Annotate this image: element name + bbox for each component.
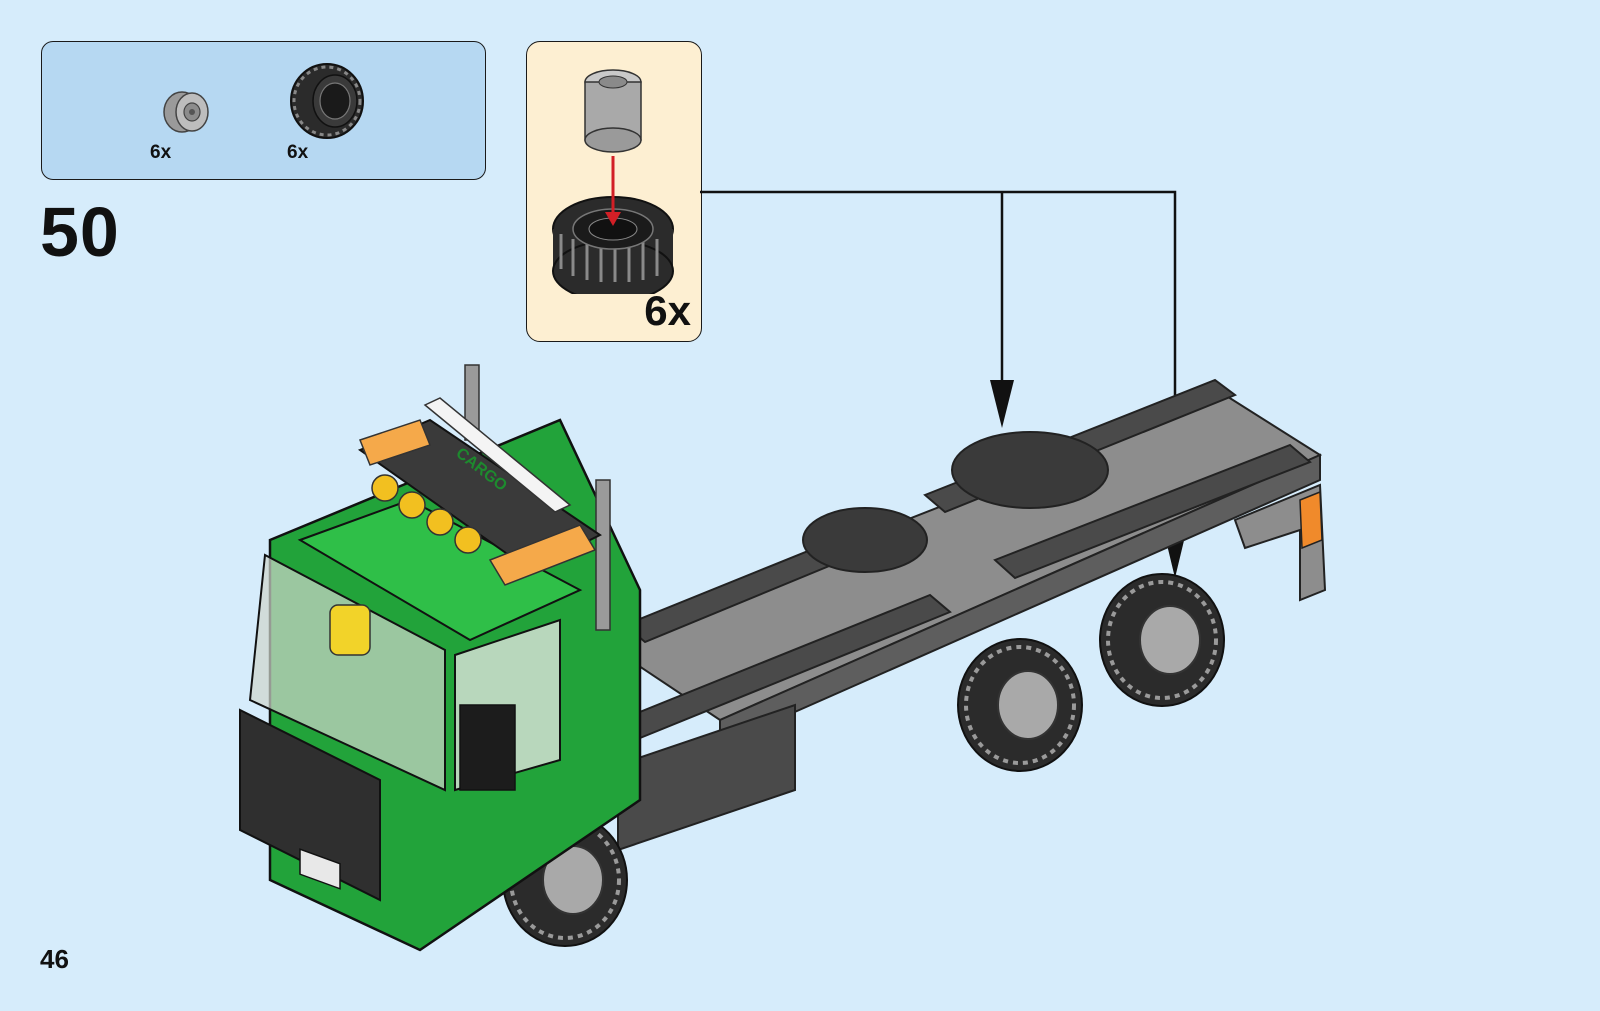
page-number: 46 <box>40 944 69 975</box>
